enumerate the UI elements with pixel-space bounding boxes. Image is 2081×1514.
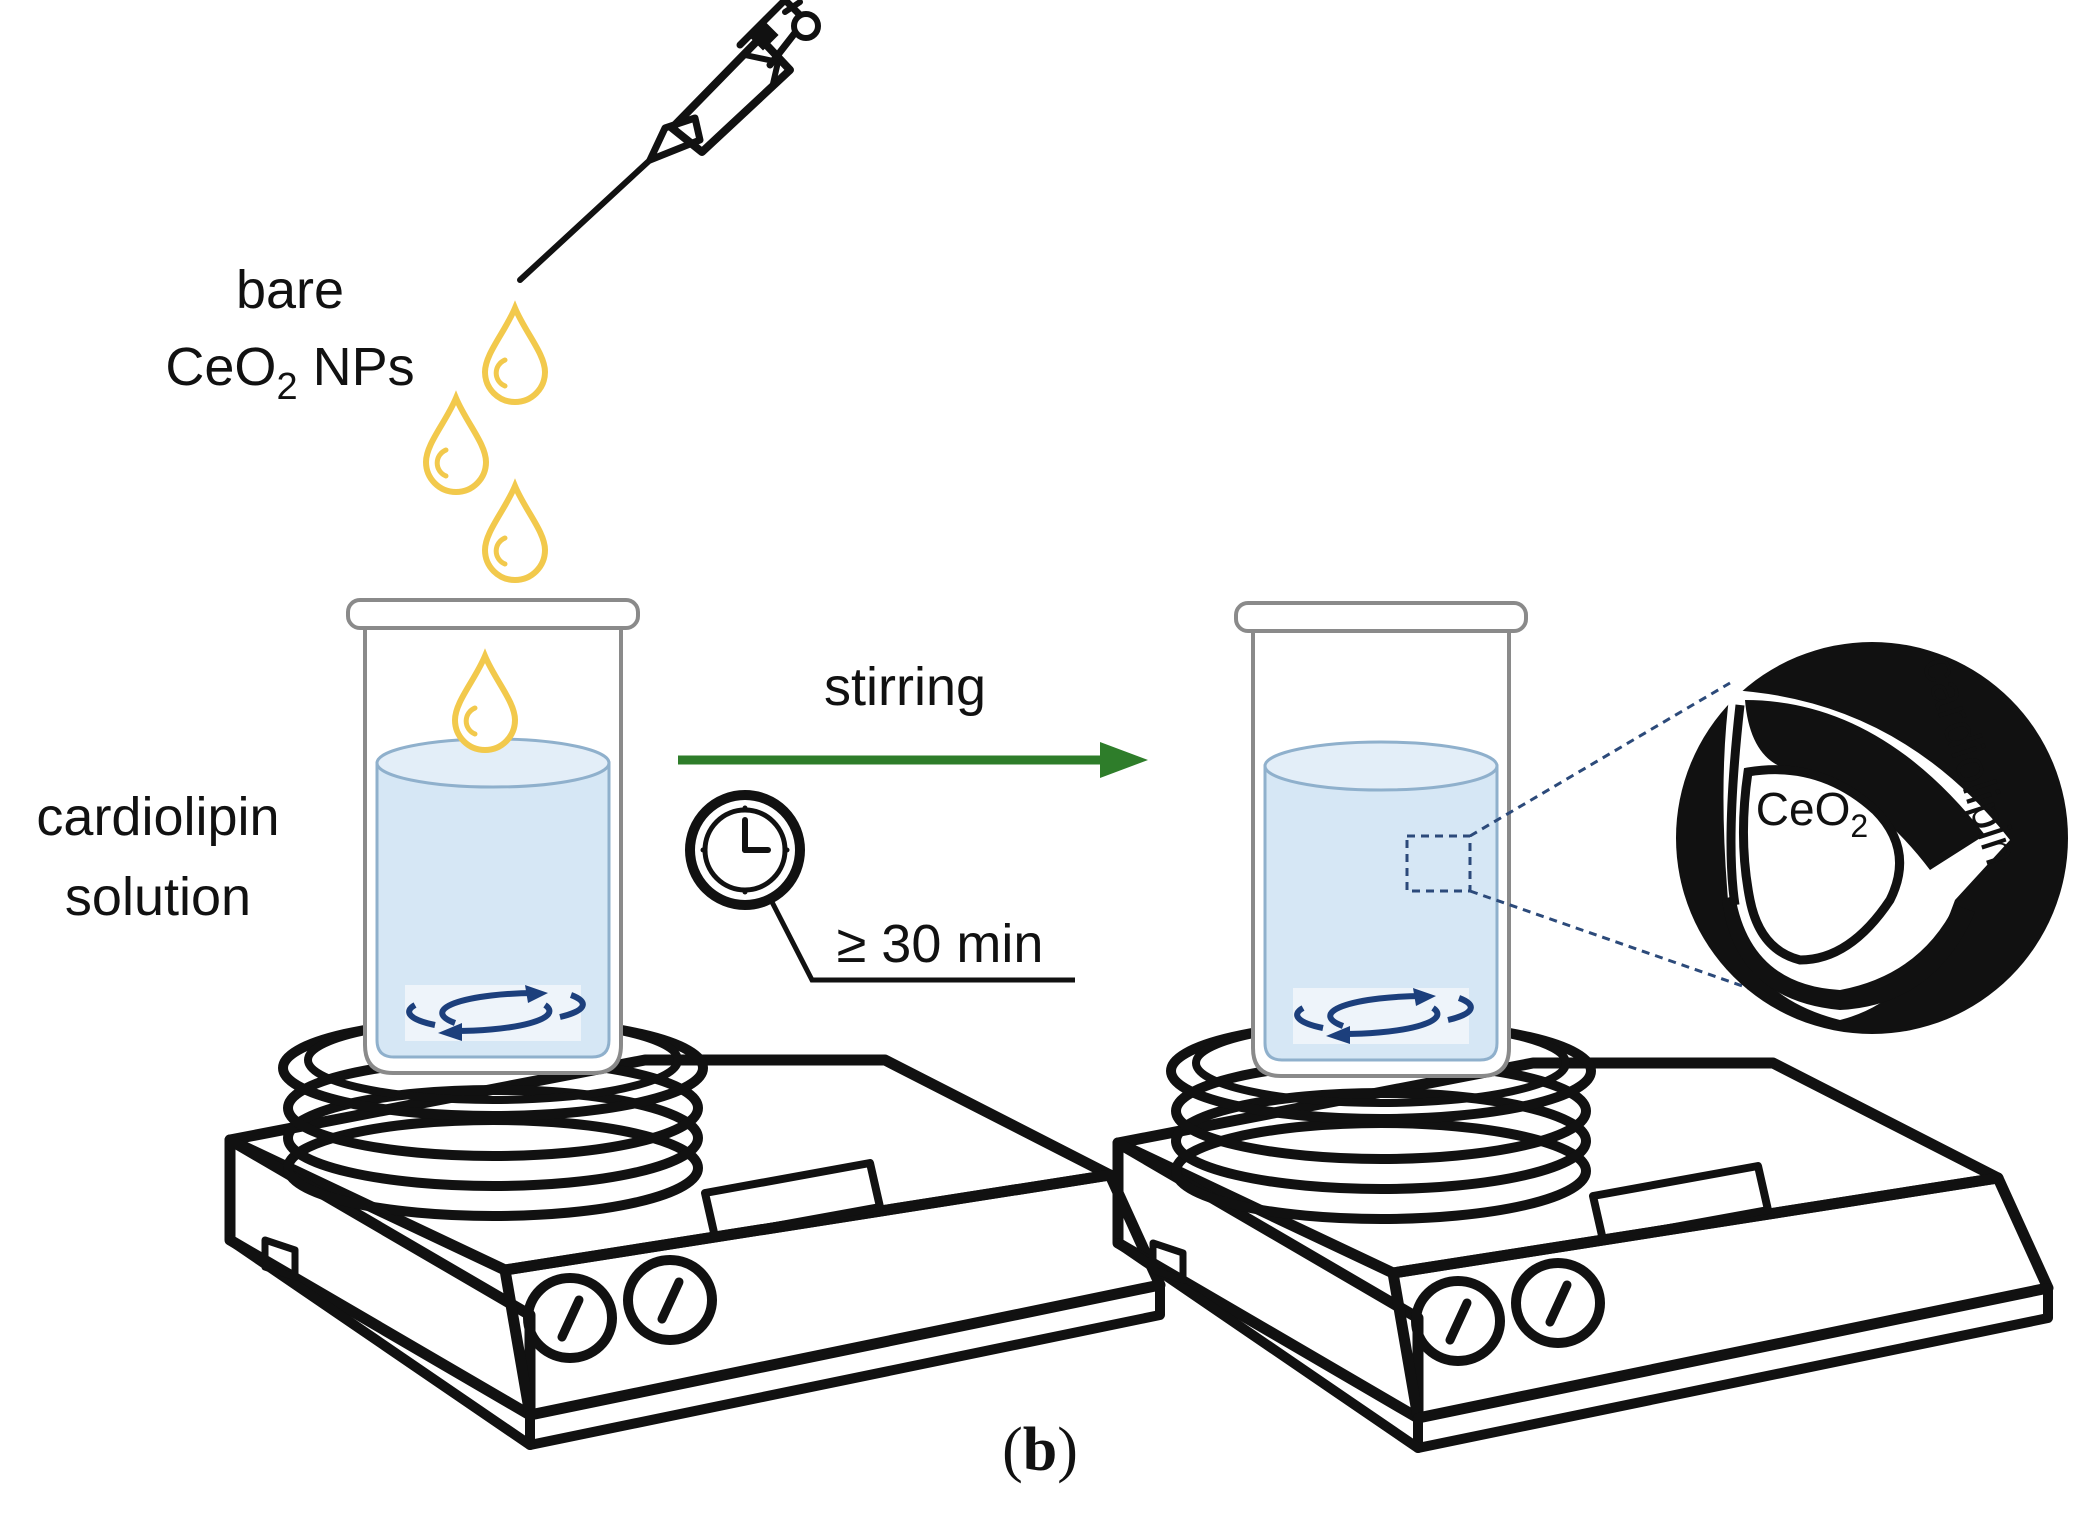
panel-label: (b): [1002, 1416, 1078, 1484]
left-station: [230, 600, 1160, 1445]
pipette-icon: [517, 0, 821, 283]
zoom-region: [1405, 834, 1472, 893]
label-inset-core: CeO2: [1756, 783, 1868, 844]
label-ceo2-nps: CeO2 NPs: [165, 337, 414, 408]
zoom-leader-bottom: [1469, 889, 1778, 1000]
label-cardiolipin-solution-line1: cardiolipin: [36, 787, 279, 847]
label-stirring: stirring: [824, 657, 986, 717]
label-bare: bare: [236, 260, 344, 320]
nanoparticle-inset-icon: [1676, 642, 2068, 1034]
label-time: ≥ 30 min: [837, 914, 1044, 974]
arrow-right-icon: [678, 742, 1148, 778]
time-leader-line: [769, 900, 1075, 983]
clock-icon: [685, 790, 805, 910]
label-cardiolipin-solution-line2: solution: [65, 867, 251, 927]
